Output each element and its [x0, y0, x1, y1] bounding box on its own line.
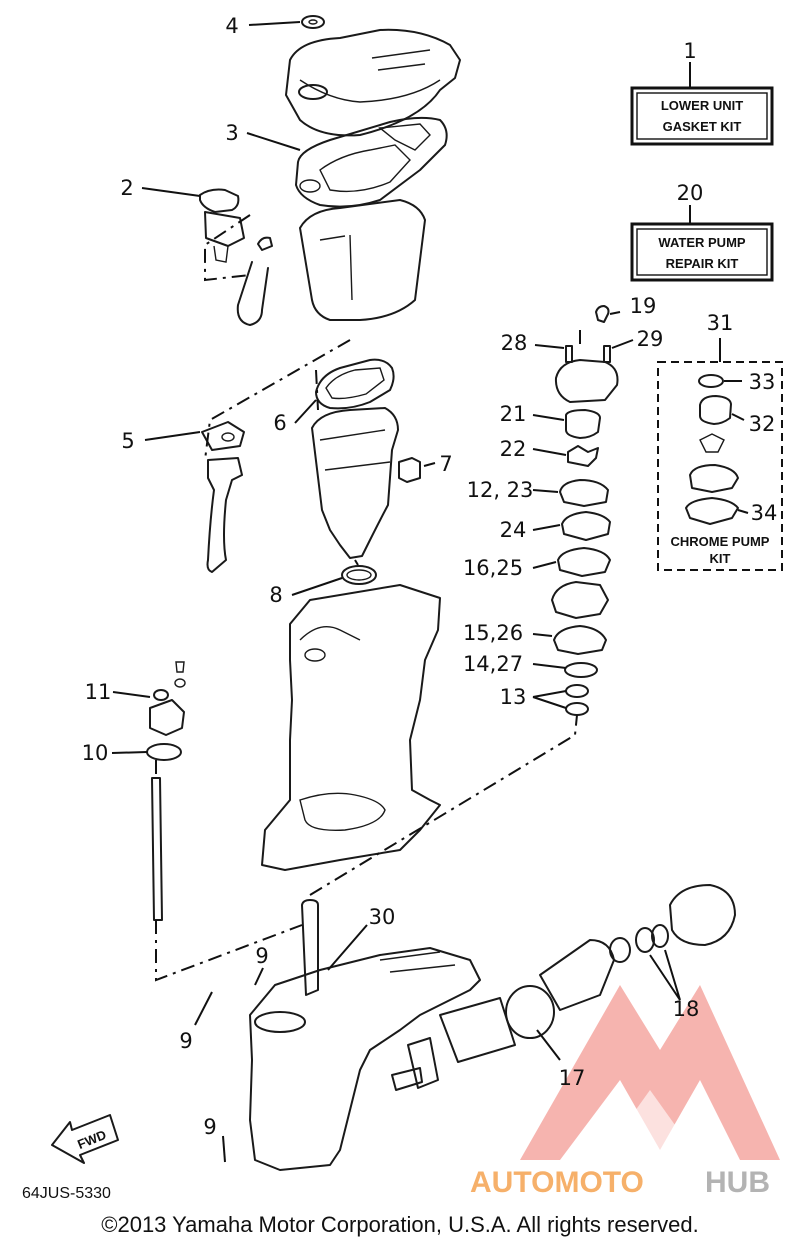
callout-9-bottom: 9	[203, 1115, 216, 1139]
callout-3: 3	[225, 121, 238, 145]
callout-20: 20	[677, 181, 704, 205]
water-pump-assembly	[551, 305, 619, 716]
callout-17: 17	[559, 1066, 586, 1090]
callout-12-23: 12, 23	[467, 478, 534, 502]
pump-kit-line1: WATER PUMP	[658, 235, 745, 250]
callout-5: 5	[121, 429, 134, 453]
callout-21: 21	[500, 402, 527, 426]
callout-13: 13	[500, 685, 527, 709]
drive-shaft	[151, 777, 319, 996]
callout-2: 2	[120, 176, 133, 200]
fwd-label: FWD	[75, 1127, 108, 1152]
callout-31: 31	[707, 311, 734, 335]
seal-part-8	[341, 565, 377, 585]
lower-unit-gasket-kit-box: LOWER UNIT GASKET KIT	[630, 86, 774, 146]
callout-22: 22	[500, 437, 527, 461]
callout-9-left: 9	[179, 1029, 192, 1053]
callout-11: 11	[85, 680, 112, 704]
gear-case	[249, 947, 481, 1171]
gasket-part-3	[295, 116, 448, 208]
callout-34: 34	[751, 501, 778, 525]
upper-casing-cover	[285, 28, 461, 137]
assembly-lines	[155, 214, 783, 982]
callout-24: 24	[500, 518, 527, 542]
chrome-pump-parts	[685, 374, 739, 525]
automotohub-watermark-text: AUTOMOTO HUB	[470, 1166, 770, 1199]
oil-pan	[311, 407, 421, 559]
watermark-part2: HUB	[705, 1166, 770, 1199]
gasket-part-6	[315, 358, 395, 410]
chrome-kit-line2: KIT	[710, 551, 731, 566]
callout-7: 7	[439, 452, 452, 476]
pump-kit-line2: REPAIR KIT	[666, 256, 739, 271]
upper-case-body	[236, 199, 426, 326]
water-pump-repair-kit-box: WATER PUMP REPAIR KIT	[630, 222, 774, 282]
gasket-kit-line1: LOWER UNIT	[661, 98, 743, 113]
gasket-kit-line2: GASKET KIT	[663, 119, 742, 134]
gasket-part-2	[199, 188, 245, 263]
callout-16-25: 16,25	[463, 556, 523, 580]
seal-part-4	[301, 15, 325, 29]
callout-4: 4	[225, 14, 238, 38]
fwd-arrow: FWD	[51, 1114, 119, 1164]
callout-28: 28	[501, 331, 528, 355]
callout-9-top: 9	[255, 944, 268, 968]
callout-32: 32	[749, 412, 776, 436]
leader-lines	[111, 21, 749, 1163]
exhaust-pipe	[201, 421, 245, 573]
diagram-ref-number: 64JUS-5330	[22, 1185, 111, 1202]
callout-30: 30	[369, 905, 396, 929]
callout-1: 1	[683, 39, 696, 63]
callout-33: 33	[749, 370, 776, 394]
chrome-kit-line1: CHROME PUMP	[671, 534, 770, 549]
callout-6: 6	[273, 411, 286, 435]
automotohub-logo	[520, 985, 780, 1160]
copyright-notice: ©2013 Yamaha Motor Corporation, U.S.A. A…	[101, 1212, 698, 1237]
callout-14-27: 14,27	[463, 652, 523, 676]
callout-18: 18	[673, 997, 700, 1021]
callout-19: 19	[630, 294, 657, 318]
watermark-part1: AUTOMOTO	[470, 1166, 644, 1199]
callout-29: 29	[637, 327, 664, 351]
prop-shaft-parts	[407, 884, 736, 1089]
lower-unit-casing	[261, 584, 441, 871]
callout-15-26: 15,26	[463, 621, 523, 645]
shift-rod-assembly	[146, 661, 186, 761]
callout-10: 10	[82, 741, 109, 765]
callout-8: 8	[269, 583, 282, 607]
